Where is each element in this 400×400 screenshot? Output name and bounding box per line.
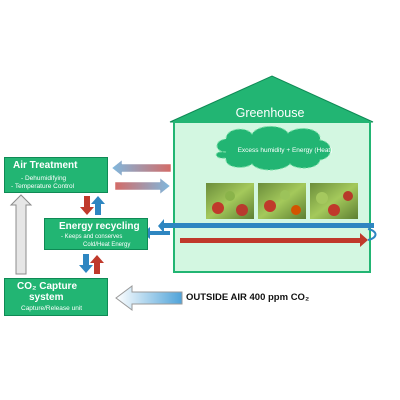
loop-return-arrow: [367, 228, 377, 241]
arrow-energy-to-air-blue: [91, 196, 105, 215]
arrow-energy-to-greenhouse-blue: [158, 219, 374, 233]
cloud-label: Excess humidity + Energy (Heat): [237, 147, 333, 154]
co2-capture-title-line2: system: [29, 292, 64, 303]
arrow-co2-to-air-treatment-gray: [9, 194, 33, 275]
arrow-greenhouse-to-energy-red: [180, 233, 368, 247]
air-treatment-title: Air Treatment: [13, 160, 78, 171]
arrow-air-to-energy-red: [80, 196, 94, 215]
co2-capture-box: CO₂ Capture system Capture/Release unit: [4, 278, 108, 316]
co2-capture-title: CO₂ Capture: [17, 281, 78, 292]
energy-recycling-title: Energy recycling: [59, 221, 140, 232]
energy-recycling-item: - Keeps and conserves: [61, 234, 123, 240]
energy-recycling-item: Cold/Heat Energy: [83, 242, 131, 248]
humidity-cloud: [215, 125, 331, 171]
energy-recycling-box: Energy recycling - Keeps and conserves C…: [44, 218, 148, 250]
arrow-air-treatment-to-greenhouse: [114, 177, 171, 195]
outside-air-label: OUTSIDE AIR 400 ppm CO₂: [186, 292, 310, 303]
air-treatment-item: - Dehumidifying: [21, 175, 67, 182]
air-treatment-item: - Temperature Control: [11, 183, 75, 190]
arrow-co2-to-energy-red: [90, 255, 104, 274]
arrow-energy-to-co2-blue: [79, 254, 93, 273]
arrow-outside-air-to-co2: [115, 285, 183, 311]
greenhouse-title: Greenhouse: [235, 106, 305, 120]
arrow-greenhouse-to-air-treatment: [111, 159, 172, 177]
arrow-to-energy-recycling-blue: [143, 227, 170, 239]
co2-capture-subtitle: Capture/Release unit: [21, 305, 83, 312]
air-treatment-box: Air Treatment - Dehumidifying - Temperat…: [4, 157, 108, 193]
tomato-photo-strip: [206, 183, 358, 219]
